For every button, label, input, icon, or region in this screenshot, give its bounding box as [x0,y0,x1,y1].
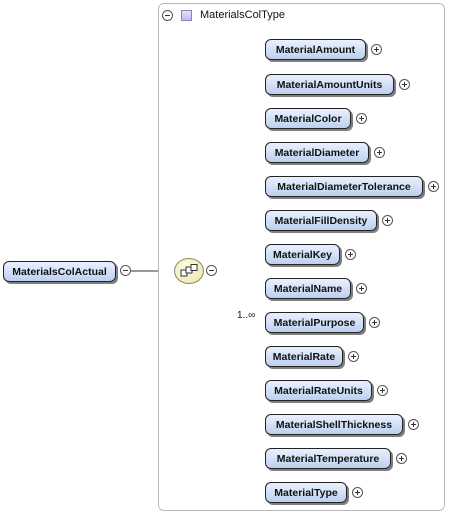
element-material-amount-units[interactable]: MaterialAmountUnits [265,74,394,95]
element-material-rate[interactable]: MaterialRate [265,346,343,367]
element-label: MaterialName [273,282,343,295]
element-label: MaterialRate [272,350,336,363]
sequence-compositor-icon [180,264,198,277]
expand-icon[interactable] [408,419,419,430]
element-material-diameter[interactable]: MaterialDiameter [265,142,369,163]
element-material-fill-density[interactable]: MaterialFillDensity [265,210,377,231]
expand-icon[interactable] [382,215,393,226]
element-material-shell-thickness[interactable]: MaterialShellThickness [265,414,403,435]
element-material-purpose[interactable]: MaterialPurpose [265,312,364,333]
element-material-name[interactable]: MaterialName [265,278,351,299]
element-material-temperature[interactable]: MaterialTemperature [265,448,391,469]
expand-icon[interactable] [356,113,367,124]
element-label: MaterialRateUnits [274,384,363,397]
element-label: MaterialPurpose [273,316,356,329]
element-label: MaterialFillDensity [274,214,368,227]
expand-icon[interactable] [396,453,407,464]
element-material-key[interactable]: MaterialKey [265,244,340,265]
expand-icon[interactable] [377,385,388,396]
expand-icon[interactable] [352,487,363,498]
complex-type-name: MaterialsColType [200,9,285,21]
element-material-rate-units[interactable]: MaterialRateUnits [265,380,372,401]
element-label: MaterialAmountUnits [276,78,383,91]
element-label: MaterialColor [274,112,342,125]
sequence-collapse-icon[interactable] [206,265,217,276]
element-material-color[interactable]: MaterialColor [265,108,351,129]
root-element[interactable]: MaterialsColActual [3,261,116,282]
root-collapse-icon[interactable] [120,265,131,276]
expand-icon[interactable] [345,249,356,260]
expand-icon[interactable] [356,283,367,294]
element-label: MaterialType [274,486,338,499]
occurrence-label: 1..∞ [237,310,256,321]
expand-icon[interactable] [399,79,410,90]
element-label: MaterialDiameterTolerance [277,180,411,193]
element-label: MaterialShellThickness [275,418,393,431]
expand-icon[interactable] [374,147,385,158]
complex-type-header: MaterialsColType [162,6,285,24]
element-label: MaterialTemperature [276,452,380,465]
element-material-diameter-tolerance[interactable]: MaterialDiameterTolerance [265,176,423,197]
expand-icon[interactable] [371,44,382,55]
expand-icon[interactable] [428,181,439,192]
complex-type-icon [181,9,192,21]
element-material-type[interactable]: MaterialType [265,482,347,503]
element-label: MaterialDiameter [274,146,360,159]
element-label: MaterialAmount [275,43,356,56]
root-element-label: MaterialsColActual [12,265,107,278]
sequence-compositor[interactable] [174,258,204,284]
element-material-amount[interactable]: MaterialAmount [265,39,366,60]
expand-icon[interactable] [348,351,359,362]
collapse-type-icon[interactable] [162,9,173,21]
element-label: MaterialKey [273,248,332,261]
expand-icon[interactable] [369,317,380,328]
